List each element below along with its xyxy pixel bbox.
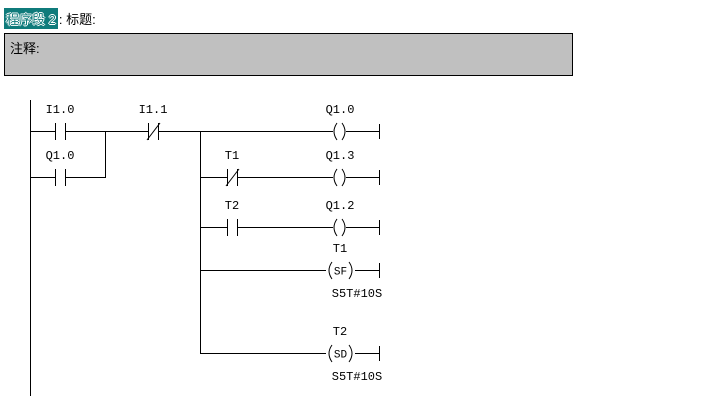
coil-timer-t2-label: T2 <box>333 325 347 339</box>
network-comment-text: 注释: <box>10 41 40 56</box>
contact-i1-1[interactable] <box>146 122 161 141</box>
coil-q1-3[interactable] <box>333 168 346 187</box>
coil-q1-3-label: Q1.3 <box>326 149 355 163</box>
network-comment-box[interactable]: 注释: <box>4 33 573 76</box>
coil-q1-2[interactable] <box>333 218 346 237</box>
contact-t1-label: T1 <box>225 149 239 163</box>
coil-q1-2-label: Q1.2 <box>326 199 355 213</box>
contact-q1-0-sealin-label: Q1.0 <box>46 149 75 163</box>
contact-q1-0-sealin[interactable] <box>55 169 66 186</box>
coil-q1-0[interactable] <box>333 122 346 141</box>
contact-t1[interactable] <box>225 168 240 187</box>
contact-i1-0-label: I1.0 <box>46 103 75 117</box>
contact-i1-0[interactable] <box>55 123 66 140</box>
coil-timer-t1-label: T1 <box>333 242 347 256</box>
coil-q1-0-label: Q1.0 <box>326 103 355 117</box>
coil-timer-t2-preset: S5T#10S <box>332 370 382 384</box>
network-header: 程序段 2 : 标题: <box>4 8 96 29</box>
contact-t2-label: T2 <box>225 199 239 213</box>
contact-i1-1-label: I1.1 <box>139 103 168 117</box>
network-title[interactable]: 程序段 2 <box>4 8 58 29</box>
coil-timer-t1-preset: S5T#10S <box>332 287 382 301</box>
coil-timer-t2-type: SD <box>334 350 348 362</box>
coil-timer-t1[interactable] <box>328 261 353 280</box>
contact-t2[interactable] <box>227 219 238 236</box>
coil-timer-t2[interactable] <box>328 344 353 363</box>
coil-timer-t1-type: SF <box>334 267 347 279</box>
network-title-suffix: : 标题: <box>58 12 96 27</box>
